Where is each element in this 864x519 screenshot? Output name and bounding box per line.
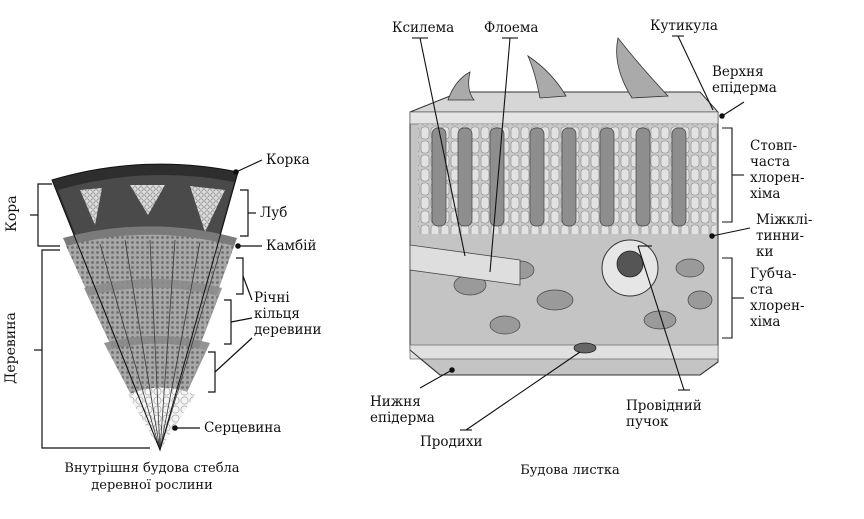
label-kora: Кора <box>4 195 20 232</box>
label-verkhnia-epiderma: Верхня епідерма <box>712 64 777 96</box>
label-hubchasta: Губча- ста хлорен- хіма <box>750 266 805 330</box>
label-mizhklitynnyky: Міжклі- тинни- ки <box>756 212 813 260</box>
label-ksylema: Ксилема <box>392 20 455 36</box>
label-korka: Корка <box>266 152 310 168</box>
leaf-leader-lines <box>412 35 751 431</box>
label-nyzhnia-epiderma: Нижня епідерма <box>370 394 435 426</box>
stem-leader-lines <box>30 159 263 449</box>
label-providnyi-puchok: Провідний пучок <box>626 398 702 430</box>
label-kambiy: Камбій <box>266 238 317 254</box>
label-richni-kiltsia: Річні кільця деревини <box>254 290 322 338</box>
label-stovpchasta: Стовп- часта хлорен- хіма <box>750 138 805 202</box>
label-sertsevyna: Серцевина <box>204 420 282 436</box>
caption-stem: Внутрішня будова стебла деревної рослини <box>64 461 240 493</box>
leaf-block <box>409 37 720 376</box>
caption-leaf: Будова листка <box>520 463 620 478</box>
label-kutykula: Кутикула <box>650 18 718 34</box>
label-derevyna: Деревина <box>3 312 19 384</box>
label-floema: Флоема <box>484 20 539 36</box>
label-lub: Луб <box>260 205 288 221</box>
stem-wedge <box>51 163 239 452</box>
label-prodykhy: Продихи <box>420 434 483 450</box>
